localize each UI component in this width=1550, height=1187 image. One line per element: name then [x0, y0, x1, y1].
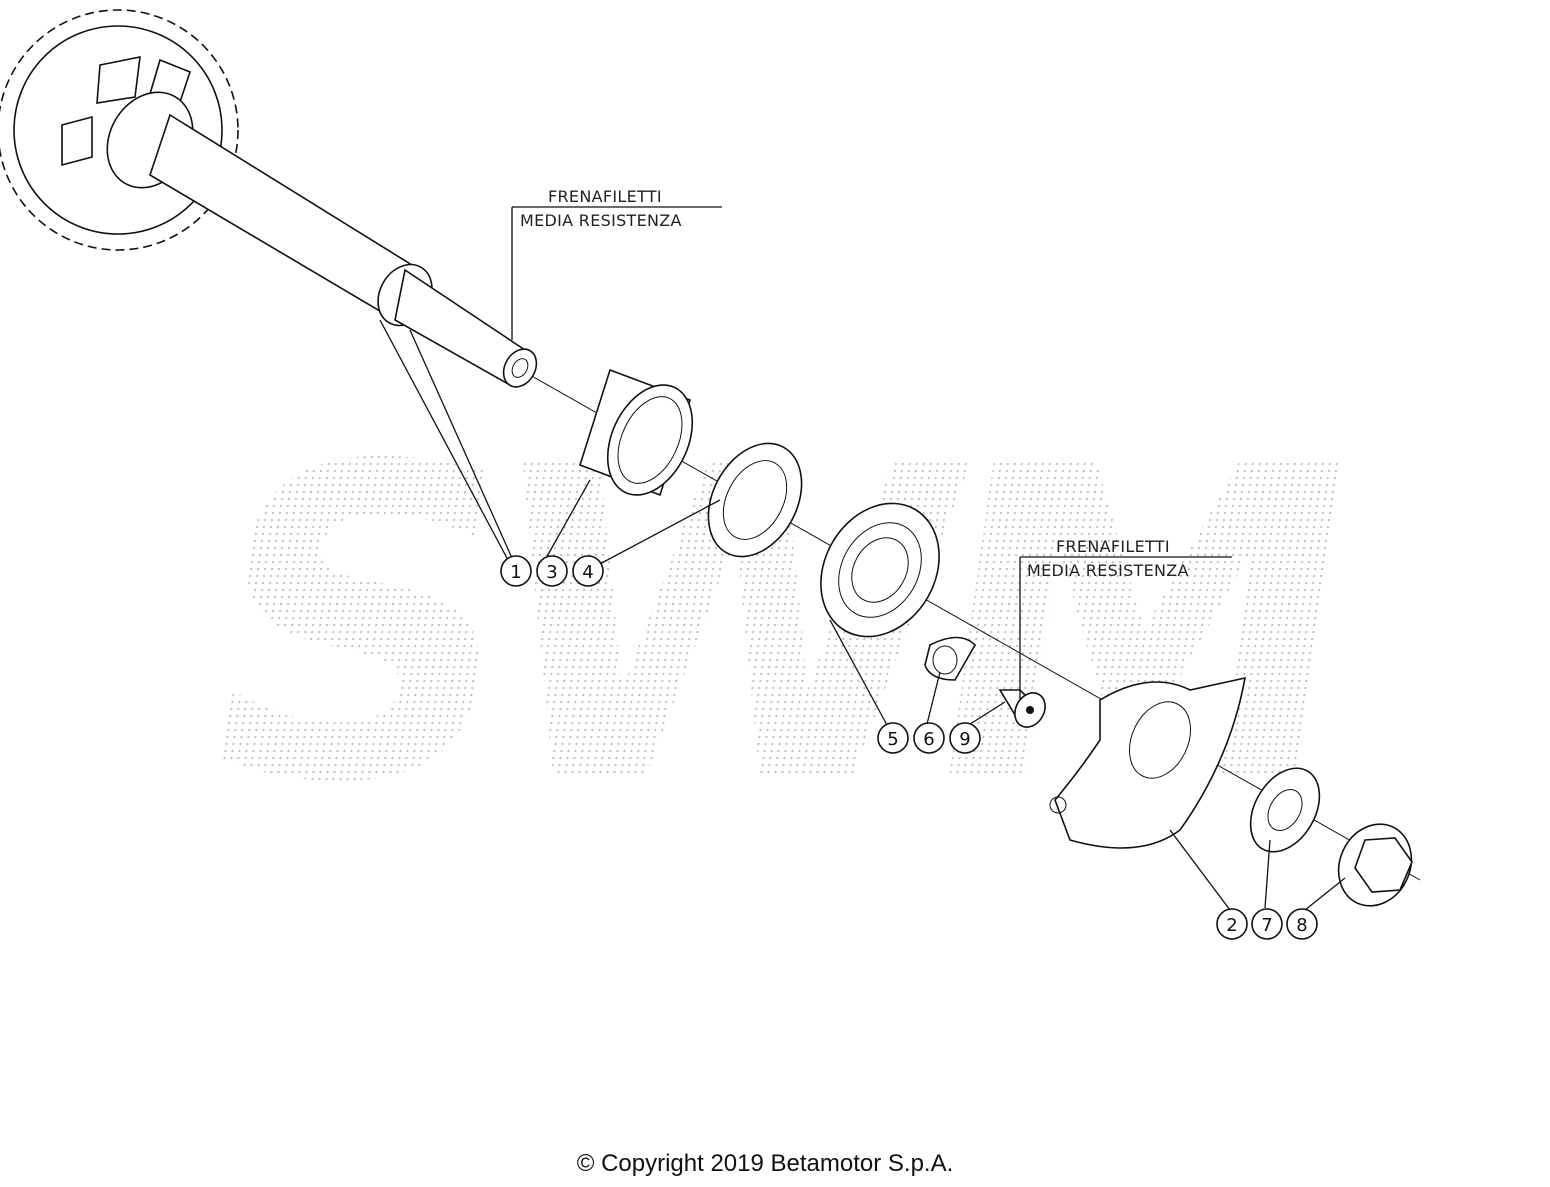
- callout-2: 2: [1226, 915, 1237, 936]
- lever: [1049, 676, 1247, 849]
- svg-text:MEDIA RESISTENZA: MEDIA RESISTENZA: [520, 211, 682, 230]
- annotation-threadlocker-2: FRENAFILETTI MEDIA RESISTENZA: [1019, 537, 1232, 700]
- washer: [1249, 767, 1321, 853]
- callout-5: 5: [887, 729, 898, 750]
- bearing: [820, 502, 940, 638]
- callout-8: 8: [1296, 915, 1307, 936]
- leaders-group-3: [1169, 829, 1346, 911]
- svg-text:FRENAFILETTI: FRENAFILETTI: [548, 187, 662, 206]
- callout-1: 1: [510, 562, 521, 583]
- svg-text:MEDIA RESISTENZA: MEDIA RESISTENZA: [1027, 561, 1189, 580]
- flange-nut: [1337, 823, 1413, 907]
- gear-shaft: [0, 9, 538, 388]
- callout-7: 7: [1261, 915, 1272, 936]
- callout-group-3: 2 7 8: [1216, 908, 1318, 940]
- bushing: [579, 368, 694, 497]
- leaders-group-1: [379, 319, 721, 567]
- leaders-group-2: [829, 619, 1006, 727]
- annotation-threadlocker-1: FRENAFILETTI MEDIA RESISTENZA: [511, 187, 722, 340]
- callout-group-2: 5 6 9: [877, 722, 981, 754]
- lock-plate: [924, 636, 976, 681]
- callout-group-1: 1 3 4: [500, 555, 604, 587]
- svg-text:FRENAFILETTI: FRENAFILETTI: [1056, 537, 1170, 556]
- oil-seal: [707, 442, 803, 558]
- callout-6: 6: [923, 729, 934, 750]
- copyright-notice: © Copyright 2019 Betamotor S.p.A.: [576, 1150, 954, 1177]
- callout-4: 4: [582, 562, 593, 583]
- screw: [998, 689, 1046, 728]
- callout-9: 9: [959, 729, 970, 750]
- callout-3: 3: [546, 562, 557, 583]
